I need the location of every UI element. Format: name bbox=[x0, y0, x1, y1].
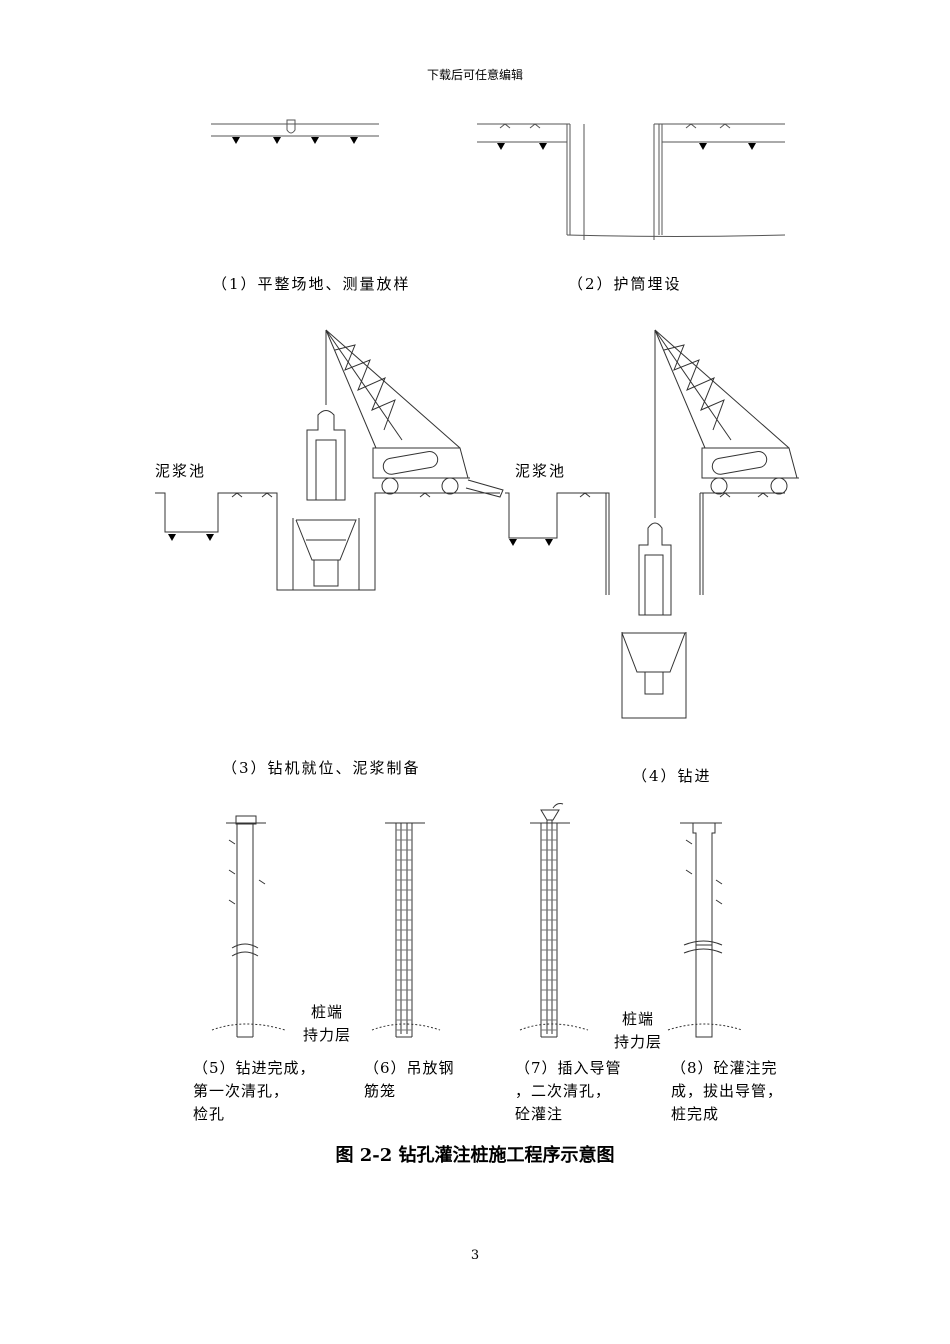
panel-1-drawing bbox=[211, 120, 379, 144]
panel-5-drawing bbox=[212, 816, 285, 1037]
page-header: 下载后可任意编辑 bbox=[426, 68, 523, 82]
bearing-layer-label-a: 桩端 持力层 bbox=[303, 1003, 352, 1044]
panel-7-drawing bbox=[520, 804, 588, 1038]
panel-5-caption: （5）钻进完成， 第一次清孔， 检孔 bbox=[193, 1059, 316, 1123]
mud-pool-label-3: 泥浆池 bbox=[155, 462, 207, 480]
panel-2-drawing bbox=[477, 124, 785, 240]
panel-4-caption: （4）钻进 bbox=[632, 767, 712, 785]
panel-8-caption: （8）砼灌注完 成，拔出导管， 桩完成 bbox=[671, 1059, 784, 1123]
panel-7-caption: （7）插入导管 ，二次清孔， 砼灌注 bbox=[515, 1059, 622, 1123]
panel-3-drawing bbox=[155, 330, 503, 590]
bearing-layer-label-b: 桩端 持力层 bbox=[614, 1010, 663, 1051]
figure-title: 图 2-2 钻孔灌注桩施工程序示意图 bbox=[335, 1145, 615, 1166]
panel-3-caption: （3）钻机就位、泥浆制备 bbox=[222, 759, 421, 777]
panel-6-caption: （6）吊放钢 筋笼 bbox=[364, 1059, 455, 1100]
page-number: 3 bbox=[470, 1248, 480, 1263]
mud-pool-label-4: 泥浆池 bbox=[515, 462, 567, 480]
panel-1-caption: （1）平整场地、测量放样 bbox=[212, 275, 411, 293]
panel-8-drawing bbox=[668, 823, 742, 1037]
panel-6-drawing bbox=[372, 823, 440, 1037]
panel-4-drawing bbox=[505, 330, 799, 718]
panel-2-caption: （2）护筒埋设 bbox=[568, 275, 682, 293]
